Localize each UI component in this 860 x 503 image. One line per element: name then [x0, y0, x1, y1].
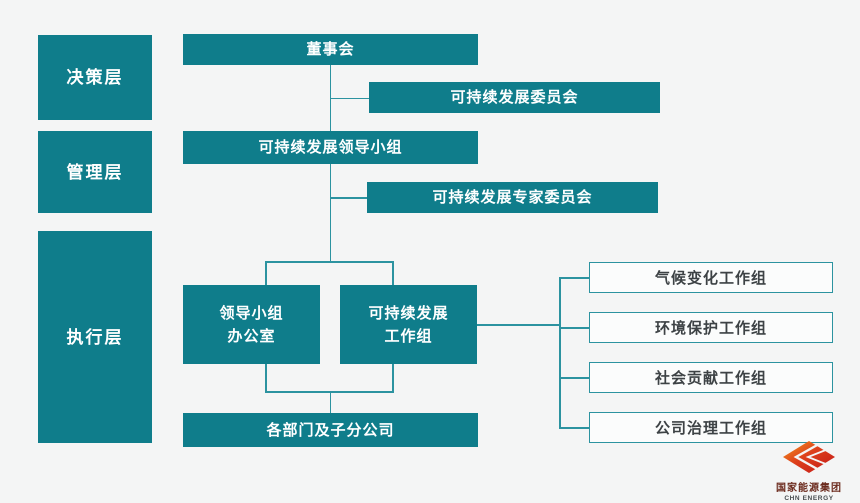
- connector-bracket-top: [265, 261, 393, 263]
- node-sd-expert-committee: 可持续发展专家委员会: [367, 182, 658, 213]
- node-label: 气候变化工作组: [654, 270, 767, 287]
- connector-branch-sd-committee: [330, 97, 369, 99]
- node-label: 可持续发展专家委员会: [432, 189, 593, 206]
- chn-energy-diamond-icon: [783, 441, 835, 478]
- node-label: 各部门及子分公司: [266, 421, 395, 439]
- node-label: 社会贡献工作组: [654, 370, 767, 387]
- connector-bracket-bottom: [265, 391, 394, 393]
- connector-stub-social: [559, 377, 589, 379]
- layer-label: 决策层: [66, 68, 124, 87]
- node-sd-committee: 可持续发展委员会: [369, 82, 660, 113]
- connector-to-departments: [329, 391, 331, 413]
- connector-drop-working-group: [392, 261, 394, 285]
- node-social-working-group: 社会贡献工作组: [589, 362, 833, 393]
- node-label: 可持续发展委员会: [450, 89, 579, 106]
- node-governance-working-group: 公司治理工作组: [589, 412, 833, 443]
- node-label: 领导小组 办公室: [219, 302, 283, 348]
- node-sd-leading-group: 可持续发展领导小组: [183, 131, 478, 164]
- node-label: 可持续发展领导小组: [258, 139, 403, 156]
- logo-name-en: CHN ENERGY: [784, 495, 834, 502]
- connector-branch-expert-committee: [330, 197, 367, 199]
- node-climate-working-group: 气候变化工作组: [589, 262, 833, 293]
- layer-label: 管理层: [66, 162, 124, 182]
- connector-drop-office: [265, 261, 267, 285]
- node-label-line2: 工作组: [384, 327, 433, 345]
- node-environment-working-group: 环境保护工作组: [589, 312, 833, 343]
- node-label: 环境保护工作组: [654, 320, 767, 337]
- connector-leading-group-down: [329, 164, 331, 261]
- node-label-line1: 领导小组: [219, 304, 284, 322]
- node-label-line2: 办公室: [227, 327, 276, 345]
- connector-riser-office: [265, 364, 267, 391]
- node-leading-group-office: 领导小组 办公室: [183, 285, 320, 364]
- layer-label: 执行层: [66, 327, 124, 347]
- connector-stub-environment: [559, 327, 589, 329]
- layer-box-decision: 决策层: [38, 35, 152, 120]
- company-logo: 国家能源集团 CHN ENERGY: [774, 441, 844, 502]
- node-label: 董事会: [306, 41, 355, 58]
- connector-working-group-right: [477, 324, 559, 326]
- node-sd-working-group: 可持续发展 工作组: [340, 285, 477, 364]
- layer-box-management: 管理层: [38, 131, 152, 213]
- logo-name-cn: 国家能源集团: [776, 483, 842, 494]
- connector-stub-climate: [559, 277, 589, 279]
- node-label: 可持续发展 工作组: [368, 302, 448, 348]
- layer-box-execution: 执行层: [38, 231, 152, 443]
- connector-stub-governance: [559, 427, 589, 429]
- node-departments: 各部门及子分公司: [183, 413, 478, 447]
- node-label: 公司治理工作组: [654, 420, 767, 437]
- connector-riser-working-group: [392, 364, 394, 391]
- node-label-line1: 可持续发展: [368, 304, 449, 322]
- connector-right-trunk: [559, 277, 561, 428]
- node-board: 董事会: [183, 34, 478, 65]
